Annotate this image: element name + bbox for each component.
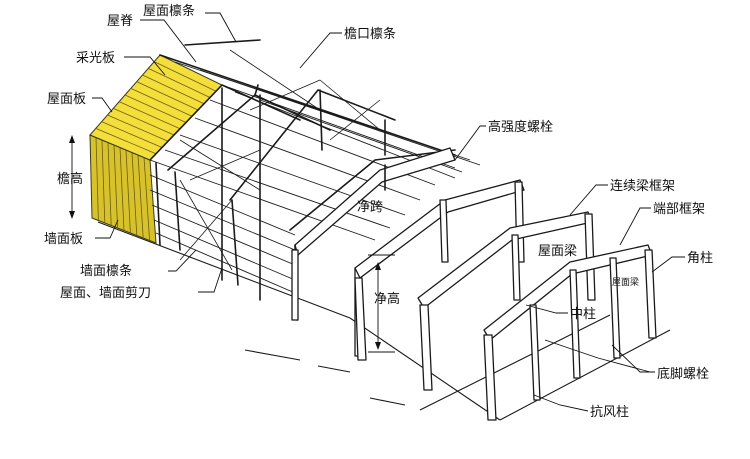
label-wind-column: 抗风柱: [590, 405, 629, 420]
wall-panel-rib: [125, 149, 131, 234]
wall-panel-rib: [131, 152, 138, 236]
wall-panel-rib: [95, 137, 99, 221]
wall-panel-rib: [119, 147, 125, 231]
label-corner-column: 角柱: [687, 251, 713, 266]
roof-beam-frame: [417, 211, 596, 391]
label-roof-purlin: 屋面檩条: [143, 3, 195, 19]
label-anchor-bolt: 底脚螺栓: [657, 366, 709, 382]
label-roof-beam-small: 屋面梁: [612, 276, 639, 288]
label-roof-panel: 屋面板: [47, 92, 86, 107]
wall-panel-rib: [137, 154, 144, 239]
roof-panel-rib: [130, 87, 193, 117]
roof-panel-rib: [119, 101, 181, 130]
wall-panel-rib: [107, 142, 112, 226]
roof-panel-rib: [113, 107, 175, 136]
label-clear-height: 净高: [374, 291, 400, 307]
ground-lines: [97, 221, 671, 421]
roof-bracing: [179, 49, 381, 191]
label-skylight-panel: 采光板: [76, 51, 115, 66]
label-roof-beam: 屋面梁: [538, 244, 577, 259]
wall-girts: [149, 174, 296, 294]
roof-panel-rib: [142, 74, 205, 105]
wall-panel: [89, 134, 157, 244]
wall-panel-rib: [143, 157, 150, 241]
label-end-frame: 端部框架: [653, 202, 705, 217]
roof-panel-rib: [95, 127, 157, 155]
label-middle-column: 中柱: [570, 307, 596, 322]
side-columns: [291, 244, 362, 357]
roof-panel-rib: [153, 61, 217, 92]
roof-purlins: [149, 39, 481, 241]
labels: 屋脊 屋面檩条 檐口檩条 采光板 屋面板 檐高 墙面板 墙面檩条 屋面、墙面剪刀…: [44, 3, 713, 420]
label-wall-girt: 墙面檩条: [80, 263, 132, 279]
wall-panel-rib: [113, 144, 118, 229]
label-wall-panel: 墙面板: [44, 232, 83, 247]
roof-panel-rib: [148, 67, 211, 98]
label-continuous-frame: 连续梁框架: [610, 178, 675, 194]
label-eave-purlin: 檐口檩条: [344, 26, 396, 42]
label-hs-bolt: 高强度螺栓: [488, 119, 553, 135]
leader-lines: [92, 12, 685, 412]
label-eave-height: 檐高: [57, 171, 83, 187]
roof-panel-rib: [107, 114, 169, 142]
dimension-marks: [69, 135, 395, 353]
roof-panel-rib: [101, 121, 163, 148]
roof-panel-rib: [136, 81, 199, 111]
label-clear-span: 净跨: [357, 200, 383, 215]
roof-panel-rib: [124, 94, 187, 123]
label-roof-ridge: 屋脊: [107, 14, 133, 29]
label-bracing: 屋面、墙面剪刀: [60, 285, 151, 301]
end-frame: [483, 244, 657, 421]
wall-panel-rib: [101, 139, 106, 224]
